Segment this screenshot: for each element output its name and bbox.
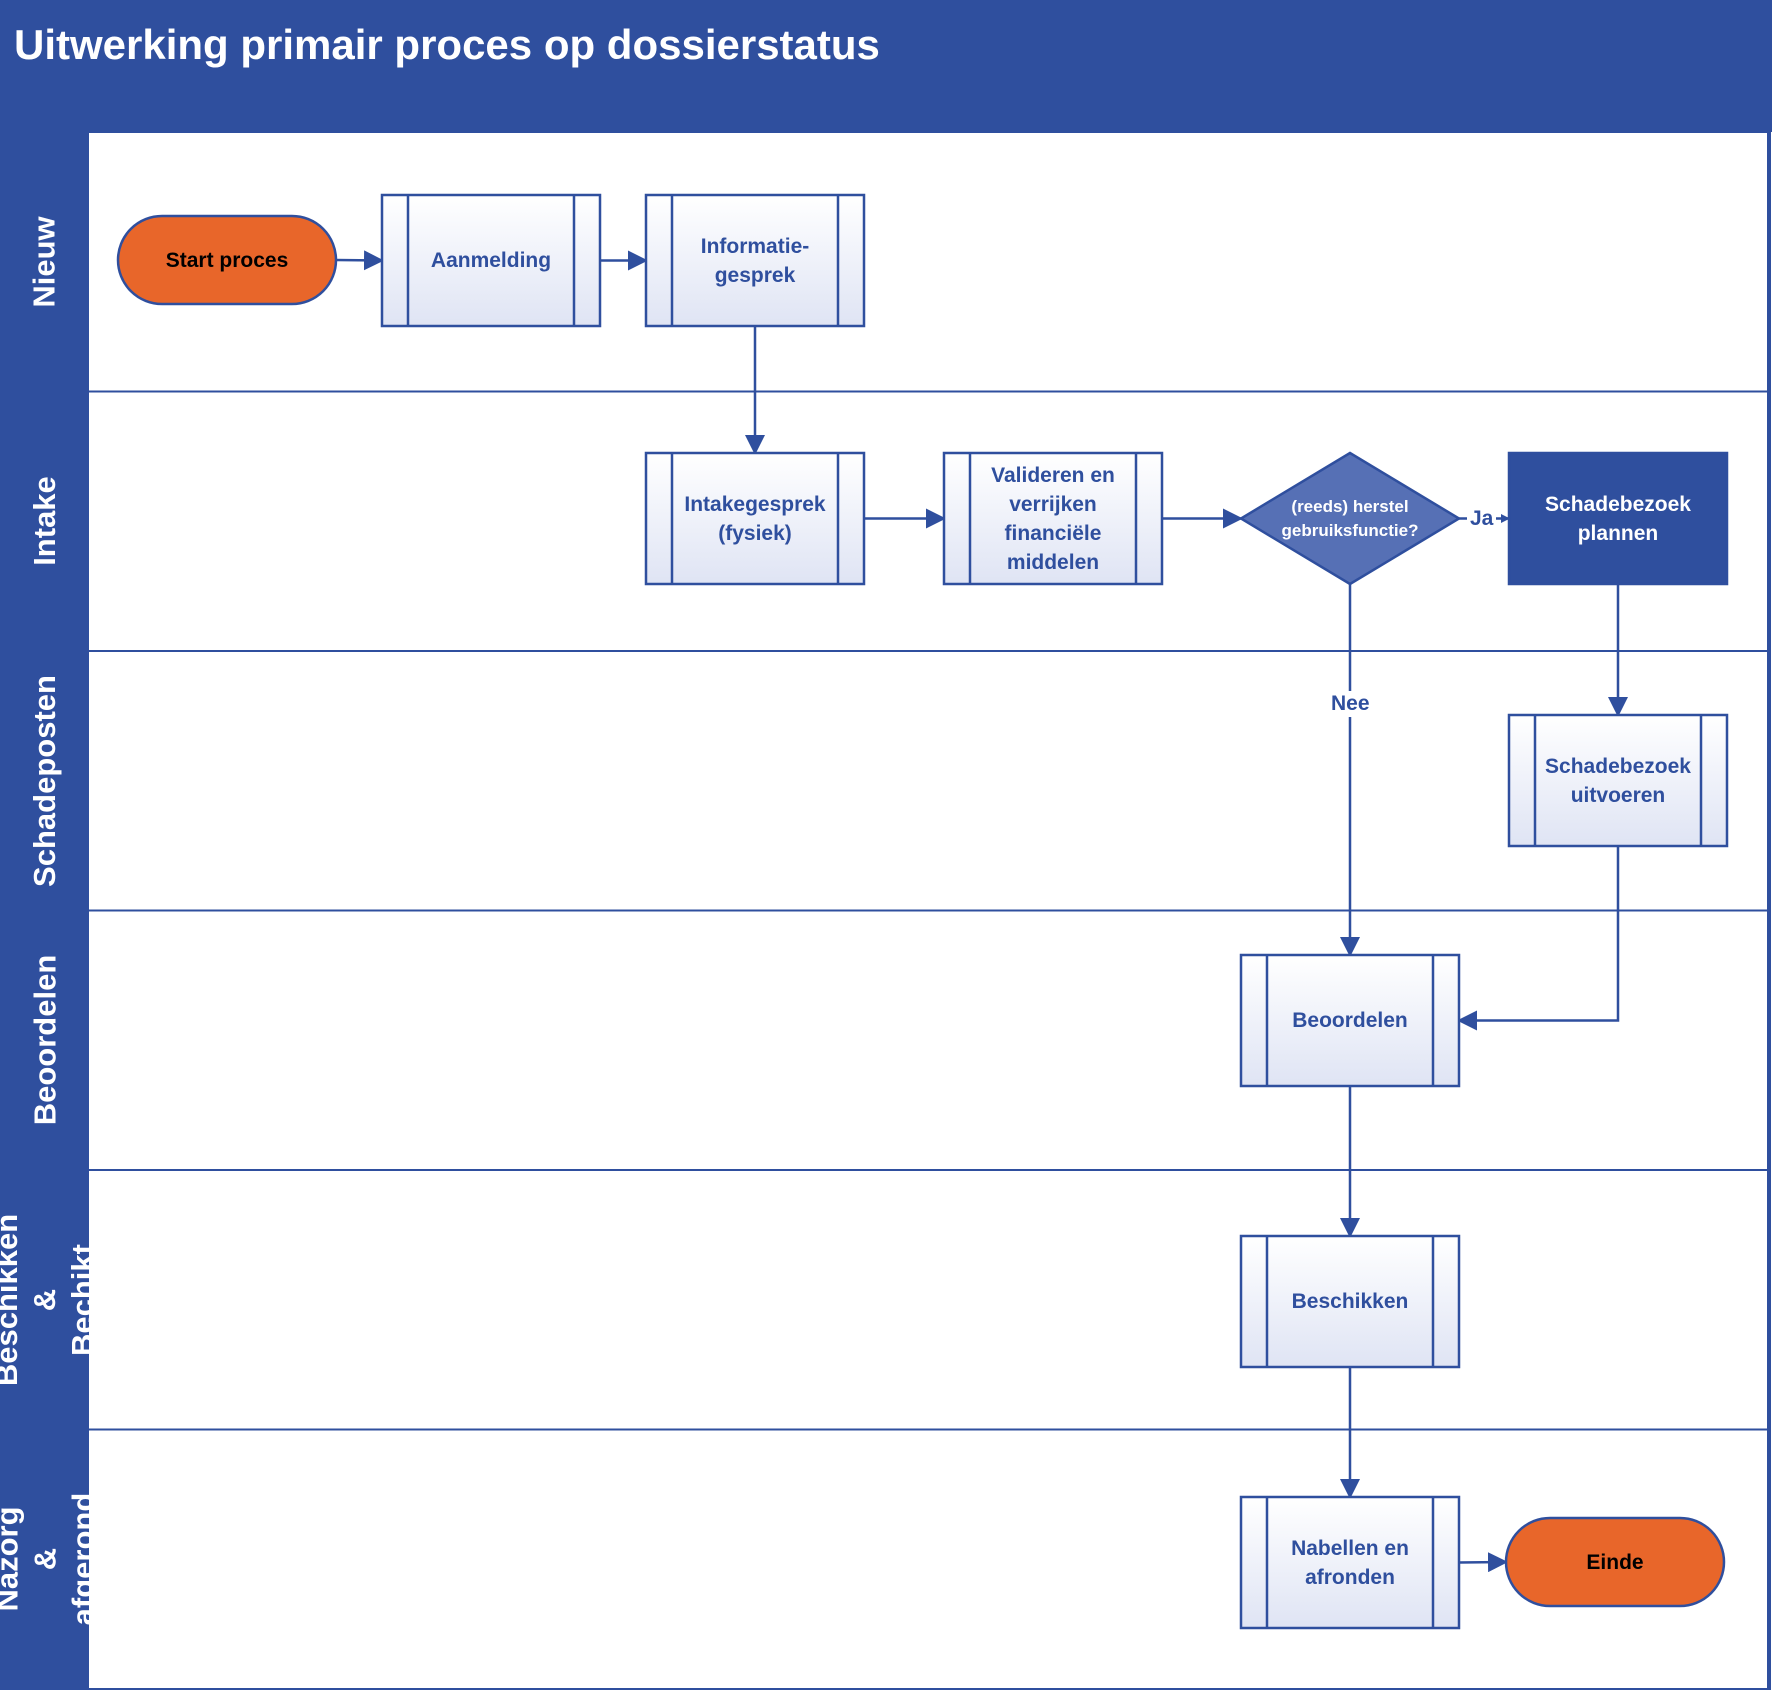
edge-label-beslissing-to-beoordelen: Nee	[1328, 691, 1373, 717]
node-valideren	[942, 451, 1164, 586]
node-label-beschikken: Beschikken	[1291, 1290, 1409, 1313]
node-aanmelding	[380, 193, 602, 328]
lane-label-text: Nieuw	[27, 216, 63, 308]
lane-label-intake: Intake	[2, 392, 88, 652]
node-label-beslissing: (reeds) herstel gebruiksfunctie?	[1281, 496, 1419, 540]
node-label-schadebezoek_uitvoeren: Schadebezoek uitvoeren	[1545, 754, 1691, 807]
node-label-valideren: Valideren en verrijken financiële middel…	[991, 463, 1115, 574]
node-label-informatiegesprek: Informatie- gesprek	[700, 234, 810, 287]
lane-label-text: Schadeposten	[27, 674, 63, 887]
lane-header-schadeposten	[2, 651, 88, 911]
lane-label-text: Beoordelen	[27, 954, 62, 1126]
node-label-einde: Einde	[1586, 1550, 1644, 1574]
node-beschikken	[1239, 1234, 1461, 1369]
edge-schadebezoek_uitvoeren-to-beoordelen	[1457, 846, 1620, 1031]
lane-label-beschikken: Beschikken & Bechikt	[0, 1170, 100, 1430]
lane-label-text: Nazorg & afgerond	[0, 1492, 100, 1626]
edge-start-to-aanmelding	[335, 250, 384, 271]
lane-header-intake	[2, 391, 88, 651]
lane-nieuw	[87, 131, 1769, 393]
lane-label-text: Beschikken & Bechikt	[0, 1213, 101, 1386]
node-schadebezoek_plannen	[1507, 451, 1729, 586]
lane-label-beoordelen: Beoordelen	[2, 911, 88, 1171]
lane-header-beschikken	[2, 1170, 88, 1430]
node-nabellen	[1239, 1495, 1461, 1630]
node-einde	[1504, 1516, 1726, 1608]
title-bar: Uitwerking primair proces op dossierstat…	[0, 0, 1772, 132]
lane-label-nazorg: Nazorg & afgerond	[0, 1430, 100, 1690]
lane-header-nieuw	[2, 132, 88, 392]
node-start	[116, 214, 338, 306]
lane-beschikken	[87, 1169, 1769, 1431]
lane-header-beoordelen	[2, 910, 88, 1170]
lane-beoordelen	[87, 909, 1769, 1171]
node-label-beoordelen: Beoordelen	[1292, 1009, 1408, 1032]
node-label-start: Start proces	[165, 248, 289, 272]
lane-label-nieuw: Nieuw	[2, 132, 88, 392]
diagram-title: Uitwerking primair proces op dossierstat…	[14, 21, 880, 68]
node-beslissing	[1238, 451, 1462, 586]
node-informatiegesprek	[644, 193, 866, 328]
lane-label-text: Intake	[27, 476, 63, 567]
node-label-schadebezoek_plannen: Schadebezoek plannen	[1545, 492, 1691, 545]
node-intakegesprek	[644, 451, 866, 586]
lane-label-schadeposten: Schadeposten	[2, 651, 88, 911]
edge-nabellen-to-einde	[1458, 1552, 1508, 1573]
edge-label-beslissing-to-schadebezoek_plannen: Ja	[1467, 505, 1497, 532]
node-label-nabellen: Nabellen en afronden	[1291, 1536, 1409, 1589]
node-label-intakegesprek: Intakegesprek (fysiek)	[684, 492, 826, 545]
lane-header-nazorg	[2, 1429, 88, 1689]
node-schadebezoek_uitvoeren	[1507, 713, 1729, 848]
node-label-aanmelding: Aanmelding	[430, 249, 552, 272]
node-beoordelen	[1239, 953, 1461, 1088]
